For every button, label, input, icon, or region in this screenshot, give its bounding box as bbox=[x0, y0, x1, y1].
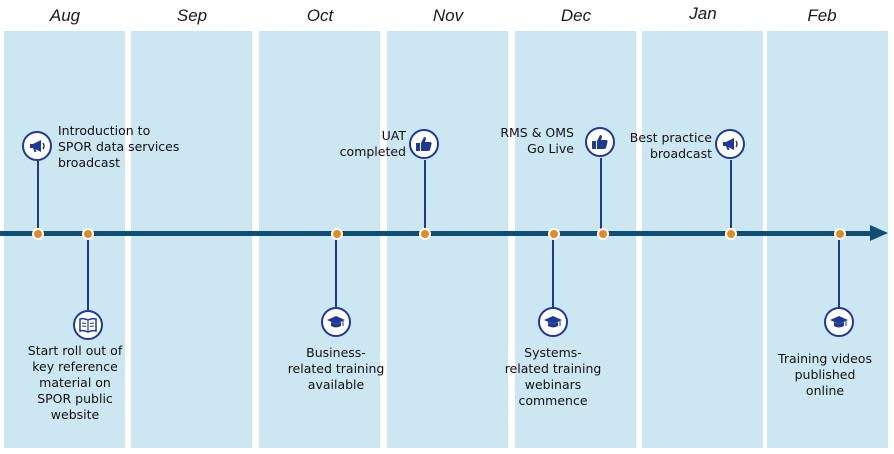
thumbs-up-icon bbox=[585, 127, 615, 157]
timeline-arrowhead bbox=[870, 225, 888, 241]
event-label-go-live: RMS & OMS Go Live bbox=[500, 125, 574, 156]
month-column-dec bbox=[515, 31, 636, 448]
megaphone-icon bbox=[715, 129, 745, 159]
stem-videos bbox=[838, 236, 840, 308]
month-label-feb: Feb bbox=[807, 6, 837, 25]
marker-roll-out bbox=[82, 228, 94, 240]
month-column-nov bbox=[387, 31, 508, 448]
month-label-jan: Jan bbox=[689, 4, 717, 23]
event-label-intro-broadcast: Introduction to SPOR data services broad… bbox=[58, 123, 180, 170]
month-label-sep: Sep bbox=[176, 6, 208, 25]
month-label-nov: Nov bbox=[432, 6, 464, 25]
graduation-cap-icon bbox=[321, 307, 351, 337]
thumbs-up-icon bbox=[409, 129, 439, 159]
event-label-videos: Training videos published online bbox=[778, 351, 872, 398]
marker-webinars bbox=[548, 228, 560, 240]
marker-uat bbox=[419, 228, 431, 240]
month-column-sep bbox=[131, 31, 252, 448]
graduation-cap-icon bbox=[824, 307, 854, 337]
marker-videos bbox=[834, 228, 846, 240]
month-column-oct bbox=[259, 31, 380, 448]
event-label-roll-out: Start roll out of key reference material… bbox=[27, 343, 123, 422]
stem-go-live bbox=[600, 158, 602, 232]
marker-business-training bbox=[331, 228, 343, 240]
graduation-cap-icon bbox=[538, 307, 568, 337]
month-column-jan bbox=[642, 31, 763, 448]
event-label-uat: UAT completed bbox=[339, 128, 406, 159]
megaphone-icon bbox=[22, 131, 52, 161]
marker-best-practice bbox=[725, 228, 737, 240]
stem-webinars bbox=[552, 236, 554, 308]
month-label-oct: Oct bbox=[306, 6, 334, 25]
month-column-feb bbox=[767, 31, 888, 448]
marker-intro-broadcast bbox=[32, 228, 44, 240]
stem-roll-out bbox=[87, 236, 89, 310]
month-label-aug: Aug bbox=[49, 6, 81, 25]
book-icon bbox=[73, 310, 103, 340]
event-label-best-practice: Best practice broadcast bbox=[629, 130, 712, 161]
month-label-dec: Dec bbox=[560, 6, 592, 25]
event-label-business-training: Business- related training available bbox=[287, 345, 385, 392]
stem-intro-broadcast bbox=[37, 160, 39, 232]
stem-best-practice bbox=[730, 160, 732, 232]
event-label-webinars: Systems- related training webinars comme… bbox=[504, 345, 602, 408]
marker-go-live bbox=[597, 228, 609, 240]
timeline-axis bbox=[0, 231, 872, 236]
month-column-aug bbox=[4, 31, 125, 448]
stem-uat bbox=[424, 160, 426, 232]
stem-business-training bbox=[335, 236, 337, 308]
